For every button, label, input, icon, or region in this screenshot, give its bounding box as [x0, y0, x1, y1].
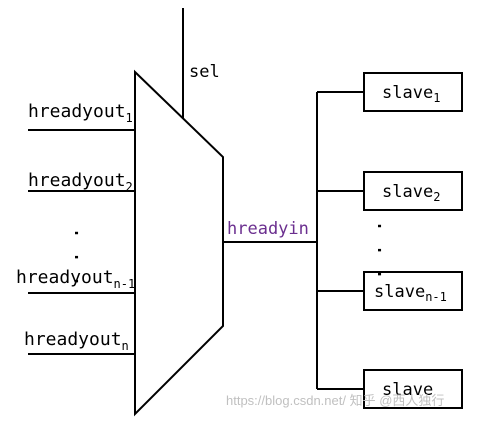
mux-body [134, 69, 224, 417]
input-label-2: hreadyout2 [28, 170, 133, 194]
slave-label-n-1: slaven-1 [374, 282, 447, 304]
slave-label-1: slave1 [382, 83, 440, 105]
slave-box-n [363, 369, 463, 409]
input-label-n-1: hreadyoutn-1 [16, 267, 135, 291]
input-ellipsis: . . . [70, 227, 94, 287]
input-label-1: hreadyout1 [28, 101, 133, 125]
sel-label: sel [189, 62, 220, 82]
slave-box-n-1 [363, 271, 463, 311]
slave-box-1 [363, 72, 463, 112]
slave-label-2: slave2 [382, 182, 440, 204]
watermark: https://blog.csdn.net/ 知乎 @西人独行 [226, 393, 444, 408]
slave-box-2 [363, 171, 463, 211]
slave-ellipsis: . . . [373, 220, 397, 280]
input-label-n: hreadyoutn [24, 329, 129, 353]
hreadyin-label: hreadyin [227, 219, 309, 239]
slave-label-n: slave [382, 380, 433, 400]
